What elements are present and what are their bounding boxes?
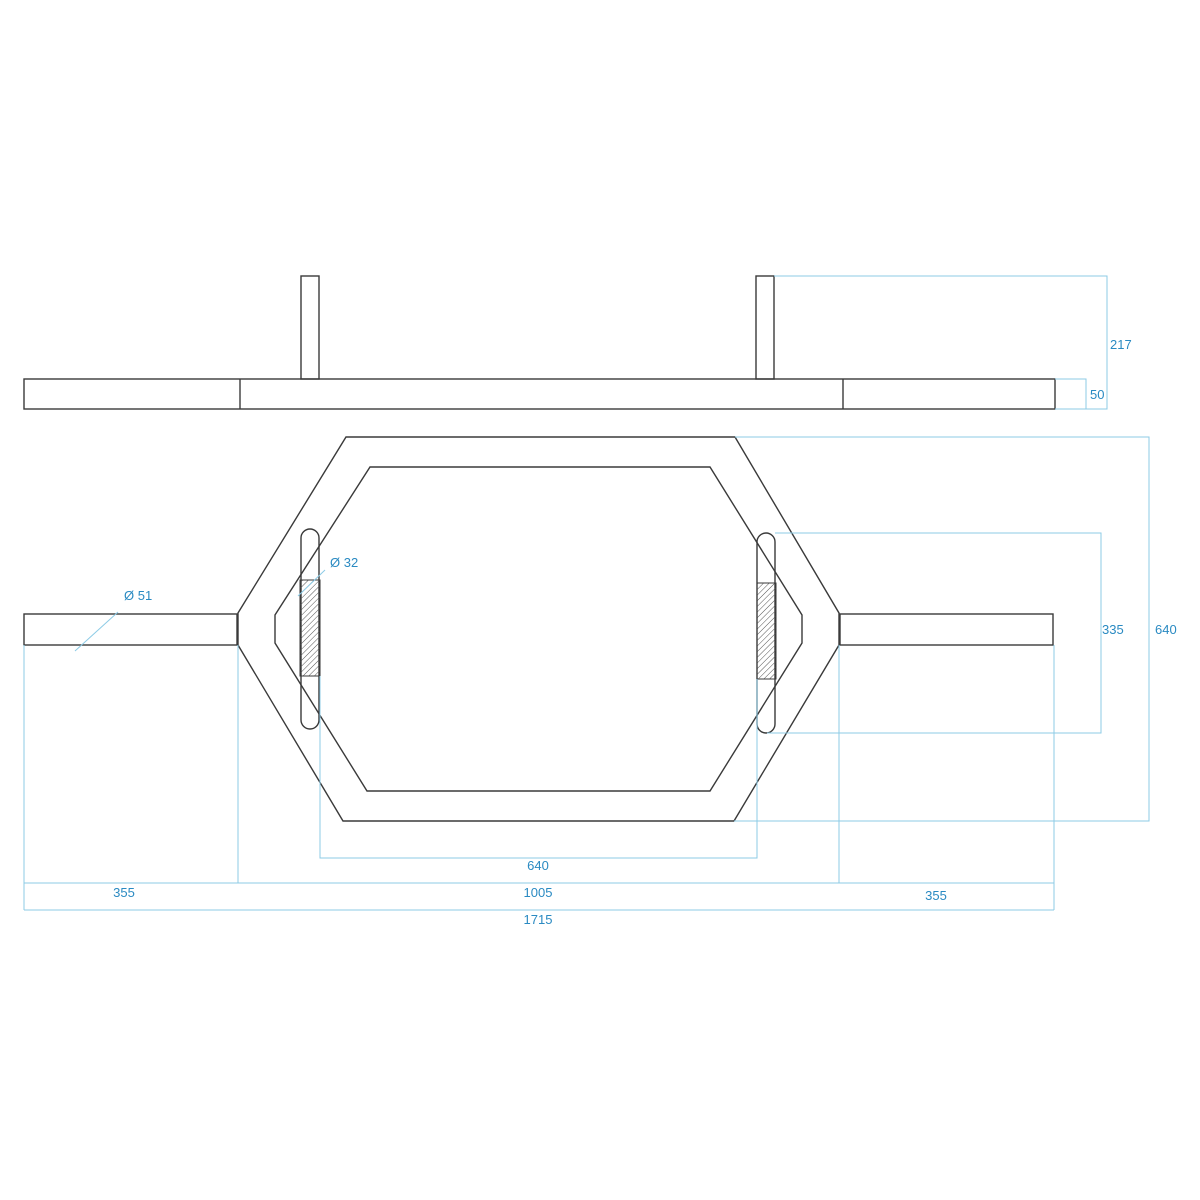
dim-frame-depth: 640 (1155, 622, 1177, 637)
sleeve-left (23, 613, 238, 646)
side-post-left (300, 275, 320, 380)
side-bar (23, 378, 1056, 410)
knurling-right (756, 582, 777, 680)
dim-bar-thickness: 50 (1090, 387, 1104, 402)
hex-frame-outer (237, 436, 840, 822)
dim-sleeve-diameter: Ø 51 (124, 588, 152, 603)
dim-post-height: 217 (1110, 337, 1132, 352)
dim-handle-diameter: Ø 32 (330, 555, 358, 570)
dim-handle-length: 335 (1102, 622, 1124, 637)
hex-frame-inner (274, 466, 803, 792)
dim-sleeve-right: 355 (925, 888, 947, 903)
dim-overall-length: 1715 (524, 912, 553, 927)
dim-handle-spacing: 640 (527, 858, 549, 873)
dim-sleeve-left: 355 (113, 885, 135, 900)
dim-frame-width: 1005 (524, 885, 553, 900)
side-view (23, 275, 1056, 410)
top-view (23, 436, 1054, 822)
side-post-right (755, 275, 775, 380)
knurling-left (299, 579, 321, 677)
sleeve-right (839, 613, 1054, 646)
dimension-lines (23, 275, 1150, 911)
